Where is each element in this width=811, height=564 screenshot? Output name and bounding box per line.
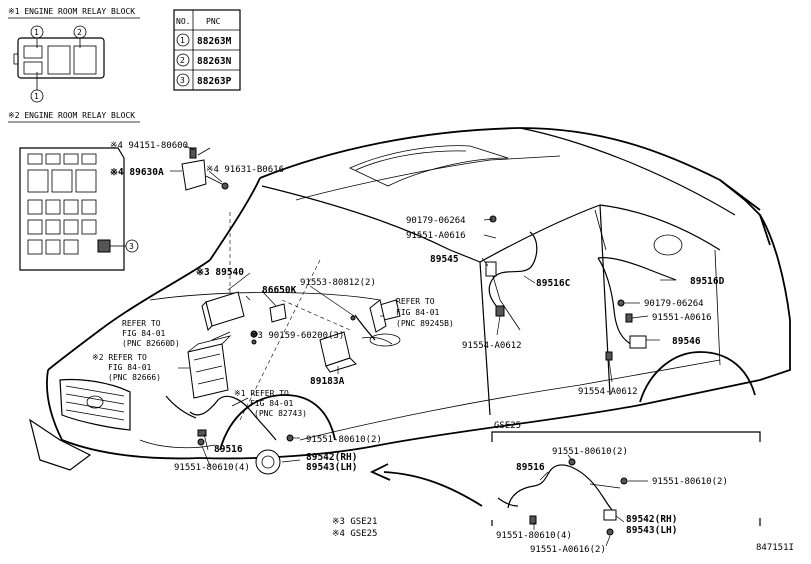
inset-label-91551-80610-2-top: 91551-80610(2) — [552, 447, 628, 457]
svg-text:(PNC 82743): (PNC 82743) — [254, 409, 307, 418]
relay-block-1: ※1 ENGINE ROOM RELAY BLOCK 1 2 1 — [8, 7, 140, 103]
figure-id: 847151I — [756, 543, 794, 553]
svg-text:1: 1 — [34, 28, 39, 37]
relay-block-2-title: ※2 ENGINE ROOM RELAY BLOCK — [8, 111, 135, 120]
label-94151-80600: ※4 94151-80600 — [110, 141, 188, 151]
pnc-row-code: 88263P — [197, 76, 232, 87]
label-86650k: 86650K — [262, 285, 297, 296]
inset-gse25: GSE25 — [491, 421, 761, 547]
ecu-89540 — [205, 291, 245, 327]
relay-block-1-title: ※1 ENGINE ROOM RELAY BLOCK — [8, 7, 135, 16]
label-91554-a0612-right: 91554-A0612 — [578, 387, 638, 397]
svg-text:(PNC 82666): (PNC 82666) — [108, 373, 161, 382]
label-89516-front: 89516 — [214, 444, 243, 455]
module-89630a — [181, 159, 207, 191]
inset-label-89543-lh: 89543(LH) — [626, 525, 677, 536]
label-91551-80610-4: 91551-80610(4) — [174, 463, 250, 473]
callout-arrow — [369, 463, 483, 507]
leader-lines — [170, 145, 676, 467]
inset-sensor-wire — [507, 464, 613, 511]
svg-text:FIG 84-01: FIG 84-01 — [250, 399, 294, 408]
label-89540: ※3 89540 — [196, 267, 244, 278]
label-91554-a0612-mid: 91554-A0612 — [462, 341, 522, 351]
parts — [165, 147, 677, 475]
label-89545: 89545 — [430, 254, 459, 265]
part-86650k — [269, 303, 287, 323]
label-89542-rh: 89542(RH) — [306, 452, 357, 463]
inset-label-91551-80610-2-right: 91551-80610(2) — [652, 477, 728, 487]
label-90159-60200: ※3 90159-60200(3) — [250, 331, 344, 341]
label-89546: 89546 — [672, 336, 701, 347]
pnc-row-code: 88263M — [197, 36, 232, 47]
svg-text:FIG 84-01: FIG 84-01 — [108, 363, 152, 372]
label-90179-06264-right: 90179-06264 — [644, 299, 704, 309]
pnc-table: NO. PNC 1 88263M 2 88263N 3 88263P — [173, 9, 241, 91]
label-ref1: REFER TO — [122, 319, 161, 328]
footnote-gse21: ※3 GSE21 — [332, 517, 377, 527]
label-91551-80610-2: 91551-80610(2) — [306, 435, 382, 445]
label-91553-80812: 91553-80812(2) — [300, 278, 376, 288]
svg-text:1: 1 — [34, 92, 39, 101]
sensor-wire-front — [189, 395, 277, 441]
marker-3 — [125, 239, 139, 253]
inset-label-89542-rh: 89542(RH) — [626, 514, 677, 525]
inset-label-91551-a0616-2: 91551-A0616(2) — [530, 545, 606, 555]
relay-block-2: ※2 ENGINE ROOM RELAY BLOCK 3 — [8, 111, 140, 271]
label-89183a: 89183A — [310, 376, 345, 387]
pnc-table-header-pnc: PNC — [206, 17, 221, 26]
label-91551-a0616-right: 91551-A0616 — [652, 313, 712, 323]
label-ref3: ※1 REFER TO — [234, 389, 289, 398]
label-91551-a0616-top: 91551-A0616 — [406, 231, 466, 241]
svg-text:(PNC 82660D): (PNC 82660D) — [122, 339, 180, 348]
sensor-wire-rear-left — [488, 231, 538, 311]
svg-text:FIG 84-01: FIG 84-01 — [122, 329, 166, 338]
inset-label-89516: 89516 — [516, 462, 545, 473]
inset-label-91551-80610-4: 91551-80610(4) — [496, 531, 572, 541]
sensor-89542-front — [255, 449, 281, 475]
pnc-row-code: 88263N — [197, 56, 232, 67]
label-89543-lh: 89543(LH) — [306, 462, 357, 473]
label-89516c: 89516C — [536, 278, 571, 289]
svg-text:(PNC 89245B): (PNC 89245B) — [396, 319, 454, 328]
pnc-row-no: 2 — [180, 56, 185, 65]
inset-title: GSE25 — [494, 421, 521, 431]
svg-text:2: 2 — [77, 28, 82, 37]
label-89630a: ※4 89630A — [110, 167, 164, 178]
label-ref4: REFER TO — [396, 297, 435, 306]
label-89516d: 89516D — [690, 276, 725, 287]
label-ref2: ※2 REFER TO — [92, 353, 147, 362]
pnc-table-header-no: NO. — [176, 17, 190, 26]
label-90179-06264-top: 90179-06264 — [406, 216, 466, 226]
sensor-wire-rear-right — [597, 257, 635, 347]
label-91631-b0616: ※4 91631-B0616 — [206, 165, 284, 175]
labels: ※4 94151-80600 ※4 89630A ※4 91631-B0616 … — [92, 141, 794, 555]
pnc-row-no: 1 — [180, 36, 185, 45]
svg-text:FIG 84-01: FIG 84-01 — [396, 308, 440, 317]
pnc-row-no: 3 — [180, 76, 185, 85]
footnote-gse25: ※4 GSE25 — [332, 529, 377, 539]
svg-text:3: 3 — [129, 242, 134, 251]
